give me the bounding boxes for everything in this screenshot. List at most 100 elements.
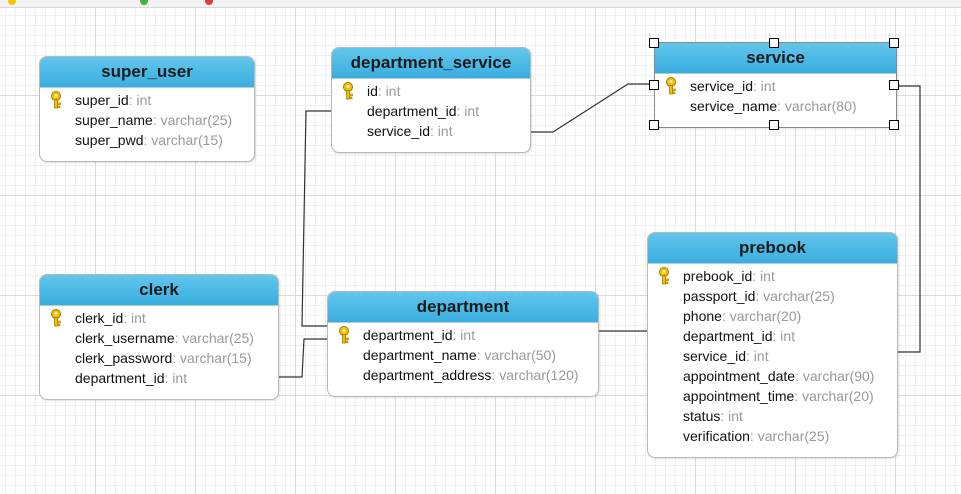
field-row[interactable]: appointment_date: varchar(90) [648,366,897,386]
field-type: : varchar(20) [794,388,874,404]
field-row[interactable]: department_name: varchar(50) [328,345,598,365]
field-name: department_name [363,347,477,363]
field-row[interactable]: department_address: varchar(120) [328,365,598,385]
field-row[interactable]: clerk_password: varchar(15) [40,348,278,368]
toolbar-icon[interactable] [140,0,148,5]
field-name: id [367,83,378,99]
field-type: : int [746,348,769,364]
table-title: prebook [648,233,897,264]
field-type: : int [772,328,796,344]
field-row[interactable]: service_id: int [655,76,896,96]
field-row[interactable]: phone: varchar(20) [648,306,897,326]
field-type: : int [377,83,401,99]
field-name: clerk_id [75,310,124,326]
field-row[interactable]: id: int [332,81,530,101]
field-type: : varchar(15) [143,132,223,148]
field-row[interactable]: service_id: int [332,121,530,141]
relation-department_service-department[interactable] [301,110,331,327]
field-row[interactable]: verification: varchar(25) [648,426,897,446]
field-name: appointment_time [683,388,795,404]
field-name: phone [683,308,722,324]
primary-key-icon [341,82,355,100]
field-row[interactable]: department_id: int [40,368,278,388]
resize-handle[interactable] [769,120,779,130]
field-row[interactable]: department_id: int [332,101,530,121]
resize-handle[interactable] [649,80,659,90]
resize-handle[interactable] [889,38,899,48]
field-type: : int [123,310,146,326]
field-type: : varchar(25) [152,112,233,128]
relation-clerk-department[interactable] [277,338,327,378]
table-title: department_service [332,48,530,79]
field-name: department_address [363,367,492,383]
field-name: department_id [75,370,165,386]
table-title: service [655,43,896,74]
primary-key-icon [657,267,671,285]
field-type: : int [752,268,775,284]
resize-handle[interactable] [649,38,659,48]
table-title: clerk [40,275,278,306]
field-type: : varchar(25) [749,428,830,444]
field-name: status [683,408,721,424]
field-name: super_pwd [75,132,144,148]
field-type: : int [753,78,776,94]
field-type: : varchar(15) [172,350,252,366]
field-row[interactable]: department_id: int [648,326,897,346]
field-type: : int [430,123,453,139]
field-row[interactable]: super_name: varchar(25) [40,110,254,130]
field-row[interactable]: appointment_time: varchar(20) [648,386,897,406]
field-name: passport_id [683,288,756,304]
field-row[interactable]: prebook_id: int [648,266,897,286]
resize-handle[interactable] [889,80,899,90]
field-type: : varchar(90) [795,368,875,384]
field-name: department_id [367,103,457,119]
field-name: prebook_id [683,268,753,284]
resize-handle[interactable] [889,120,899,130]
field-type: : int [128,92,152,108]
field-name: verification [683,428,750,444]
field-row[interactable]: clerk_id: int [40,308,278,328]
field-row[interactable]: passport_id: varchar(25) [648,286,897,306]
field-type: : int [164,370,188,386]
field-row[interactable]: service_name: varchar(80) [655,96,896,116]
table-title: department [328,292,598,323]
primary-key-icon [49,91,63,109]
toolbar-icon[interactable] [8,0,16,5]
field-row[interactable]: status: int [648,406,897,426]
toolbar-icon[interactable] [205,0,213,5]
field-name: service_id [683,348,747,364]
field-row[interactable]: department_id: int [328,325,598,345]
resize-handle[interactable] [769,38,779,48]
relation-service-prebook[interactable] [895,85,921,353]
field-name: service_id [367,123,431,139]
field-row[interactable]: clerk_username: varchar(25) [40,328,278,348]
field-type: : varchar(120) [491,367,579,383]
field-type: : varchar(80) [777,98,857,114]
field-name: clerk_username [75,330,175,346]
field-row[interactable]: super_pwd: varchar(15) [40,130,254,150]
field-row[interactable]: service_id: int [648,346,897,366]
field-name: appointment_date [683,368,796,384]
toolbar-strip [0,0,961,8]
field-type: : int [720,408,743,424]
field-name: department_id [683,328,773,344]
field-name: service_id [690,78,754,94]
resize-handle[interactable] [649,120,659,130]
field-type: : varchar(20) [721,308,802,324]
table-title: super_user [40,57,254,88]
field-row[interactable]: super_id: int [40,90,254,110]
field-type: : int [452,327,476,343]
field-type: : varchar(25) [755,288,835,304]
relation-department_service-service[interactable] [529,83,655,133]
